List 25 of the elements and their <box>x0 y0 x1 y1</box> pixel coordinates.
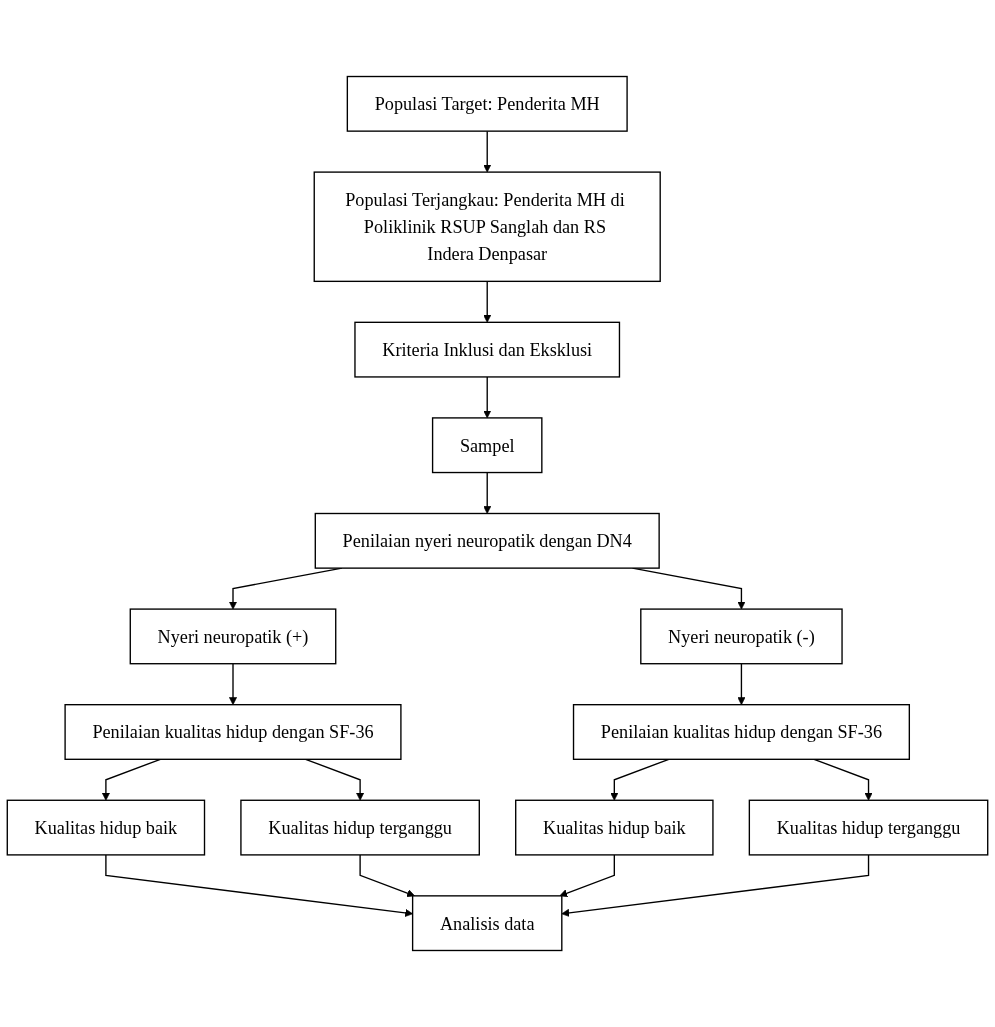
node-box: Kualitas hidup terganggu <box>748 799 989 856</box>
arrow <box>483 376 492 419</box>
node-box: Populasi Terjangkau: Penderita MH di Poliklinik RSUP Sanglah dan RS Indera Denpasar <box>313 171 661 283</box>
node-box: Penilaian kualitas hidup dengan SF-36 <box>64 704 402 760</box>
arrow <box>483 130 492 173</box>
node-box: Penilaian nyeri neuropatik dengan DN4 <box>314 512 660 569</box>
arrow <box>559 854 615 898</box>
arrow <box>813 758 873 801</box>
node-box: Penilaian kualitas hidup dengan SF-36 <box>572 704 910 760</box>
node-box: Sampel <box>431 417 543 474</box>
arrow <box>737 663 746 706</box>
node-box: Nyeri neuropatik (+) <box>129 608 337 665</box>
node-box: Kualitas hidup baik <box>6 799 206 856</box>
node-box: Analisis data <box>411 895 563 952</box>
arrow <box>359 854 415 898</box>
node-box: Nyeri neuropatik (-) <box>640 608 843 665</box>
node-box: Kualitas hidup baik <box>515 799 714 856</box>
node-box: Kriteria Inklusi dan Eksklusi <box>354 321 621 378</box>
arrow <box>483 471 492 514</box>
arrow <box>561 854 870 917</box>
arrow <box>483 280 492 323</box>
arrow <box>229 663 237 706</box>
node-box: Kualitas hidup terganggu <box>240 799 480 856</box>
node-box: Populasi Target: Penderita MH <box>346 75 628 132</box>
arrow <box>105 854 413 917</box>
